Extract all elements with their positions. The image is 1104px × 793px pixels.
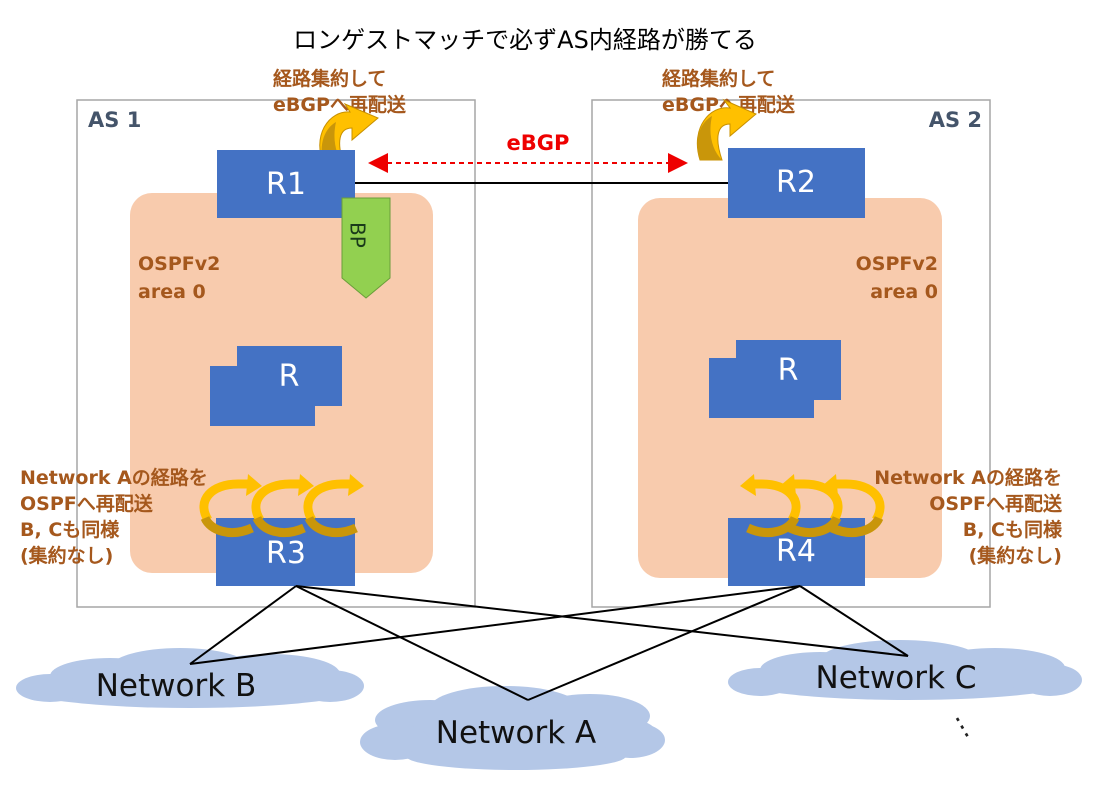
ebgp-label: eBGP <box>507 131 570 155</box>
as2-redistribute-note-line1: Network Aの経路を <box>874 466 1062 489</box>
router-r3-label: R3 <box>266 536 306 571</box>
as2-area-line2: area 0 <box>870 281 938 303</box>
as2-redistribute-note-line3: B, Cも同様 <box>963 518 1063 541</box>
as2-redistribute-note-line2: OSPFへ再配送 <box>929 492 1063 515</box>
as1-middle-router-front <box>210 366 315 426</box>
router-r2-label: R2 <box>776 165 816 200</box>
access-links <box>189 585 909 701</box>
as1-redistribute-curl-arrows-icon <box>199 474 364 537</box>
bp-label: BP <box>346 222 370 248</box>
as2-middle-router-front <box>709 358 814 418</box>
router-r1 <box>217 150 355 218</box>
as2-boundary <box>591 99 991 608</box>
router-r1-label: R1 <box>266 167 306 202</box>
as2-summary-note-line1: 経路集約して <box>662 67 775 90</box>
network-a-label: Network A <box>436 715 597 751</box>
network-b-cloud-icon <box>16 648 364 708</box>
as2-redistribute-up-arrow-icon <box>696 98 757 161</box>
as1-summary-note-line2: eBGPへ再配送 <box>273 93 407 116</box>
as2-middle-router-label: R <box>778 353 799 388</box>
router-r4-label: R4 <box>776 534 816 569</box>
router-r2 <box>728 148 865 218</box>
as1-summary-note-line1: 経路集約して <box>273 67 386 90</box>
as1-redistribute-note-line3: B, Cも同様 <box>20 518 120 541</box>
as1-area-line1: OSPFv2 <box>138 253 220 275</box>
as1-redistribute-note-line2: OSPFへ再配送 <box>20 492 154 515</box>
as1-redistribute-note-line4: (集約なし) <box>20 544 113 567</box>
as2-label: AS 2 <box>929 108 982 132</box>
as2-area-line1: OSPFv2 <box>856 253 938 275</box>
as1-redistribute-note-line1: Network Aの経路を <box>20 466 208 489</box>
as1-area-line2: area 0 <box>138 281 206 303</box>
bp-arrow <box>341 197 391 299</box>
as1-middle-router-label: R <box>279 359 300 394</box>
as1-label: AS 1 <box>88 108 141 132</box>
as1-boundary <box>76 99 476 608</box>
network-c-label: Network C <box>816 660 977 696</box>
network-a-cloud-icon <box>360 686 665 770</box>
as2-redistribute-curl-arrows-icon <box>740 474 885 537</box>
network-b-label: Network B <box>96 668 257 704</box>
more-networks-ellipsis: ⋮ <box>944 708 982 747</box>
diagram-title: ロンゲストマッチで必ずAS内経路が勝てる <box>293 26 757 54</box>
as2-redistribute-note-line4: (集約なし) <box>969 544 1062 567</box>
network-c-cloud-icon <box>728 640 1082 700</box>
